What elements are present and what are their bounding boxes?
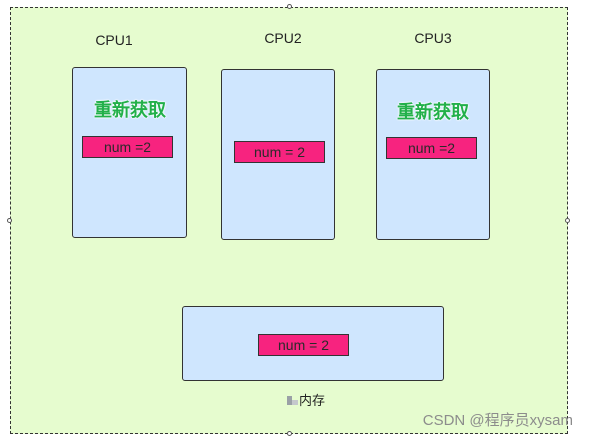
cpu2-label: CPU2 bbox=[264, 30, 302, 46]
cpu2-num-value: num = 2 bbox=[234, 141, 325, 163]
cpu3-num-value: num =2 bbox=[386, 137, 477, 159]
memory-label: 内存 bbox=[299, 393, 326, 408]
frame-handle-left[interactable] bbox=[7, 218, 12, 223]
frame-handle-top[interactable] bbox=[287, 4, 292, 9]
cpu3-status-text: 重新获取 bbox=[397, 102, 469, 123]
cpu3-label: CPU3 bbox=[414, 30, 452, 46]
cpu1-status-text: 重新获取 bbox=[94, 100, 166, 121]
image-placeholder-icon bbox=[287, 394, 298, 405]
memory-label-group: 内存 bbox=[287, 390, 325, 409]
cpu1-num-value: num =2 bbox=[82, 136, 173, 158]
watermark: CSDN @程序员xysam bbox=[422, 412, 573, 429]
frame-handle-bottom[interactable] bbox=[287, 431, 292, 436]
frame-handle-right[interactable] bbox=[565, 218, 570, 223]
memory-num-value: num = 2 bbox=[258, 334, 349, 356]
cpu1-label: CPU1 bbox=[95, 32, 133, 48]
